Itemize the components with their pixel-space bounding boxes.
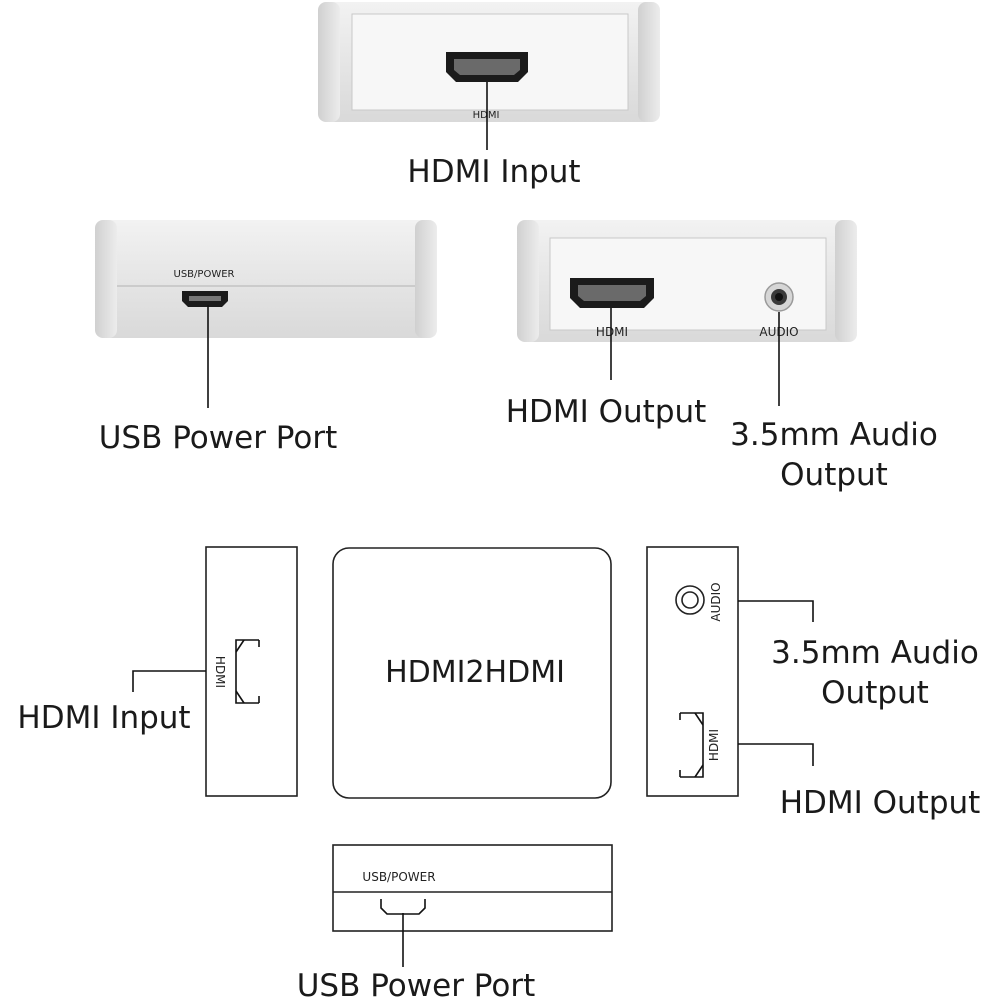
schematic-center-panel: HDMI2HDMI: [332, 547, 612, 799]
hdmi-port-icon: [446, 52, 528, 82]
schematic-left-hdmi-label: HDMI: [213, 656, 227, 688]
schematic-bottom-panel: USB/POWER: [332, 844, 613, 932]
schematic-usb-label: USB/POWER: [362, 870, 435, 884]
usb-power-label: USB/POWER: [174, 269, 235, 280]
schematic-audio-caption-line1: 3.5mm Audio: [771, 635, 979, 671]
mini-usb-port-icon: [182, 291, 228, 307]
schematic-audio-caption-line2: Output: [821, 675, 929, 711]
right-device-photo: HDMI AUDIO: [517, 220, 857, 342]
schematic-audio-jack-icon: [675, 585, 705, 615]
top-device-photo: HDMI: [318, 2, 660, 122]
audio-jack-icon: [764, 282, 794, 312]
schematic-left-panel: HDMI: [205, 546, 298, 797]
right-audio-caption-line1: 3.5mm Audio: [730, 417, 938, 453]
right-hdmi-label: HDMI: [596, 325, 628, 339]
schematic-hdmi-input-icon: [235, 639, 259, 704]
schematic-output-callout-line: [738, 743, 814, 766]
schematic-left-caption: HDMI Input: [17, 700, 190, 736]
schematic-audio-callout-line: [738, 600, 814, 622]
schematic-center-title: HDMI2HDMI: [385, 655, 565, 690]
schematic-hdmi-caption: HDMI Output: [780, 785, 981, 821]
right-hdmi-caption: HDMI Output: [506, 394, 707, 430]
left-device-photo: USB/POWER: [95, 220, 437, 338]
schematic-right-hdmi-label: HDMI: [707, 729, 721, 761]
hdmi-output-port-icon: [570, 278, 654, 308]
right-audio-caption-line2: Output: [780, 457, 888, 493]
schematic-input-callout-line: [132, 670, 206, 692]
top-caption: HDMI Input: [407, 154, 580, 190]
left-caption: USB Power Port: [99, 420, 338, 456]
schematic-audio-label: AUDIO: [709, 582, 723, 621]
top-port-label: HDMI: [473, 110, 500, 121]
schematic-hdmi-output-icon: [680, 712, 704, 778]
schematic-usb-caption: USB Power Port: [297, 968, 536, 1000]
schematic-right-panel: AUDIO HDMI: [646, 546, 739, 797]
